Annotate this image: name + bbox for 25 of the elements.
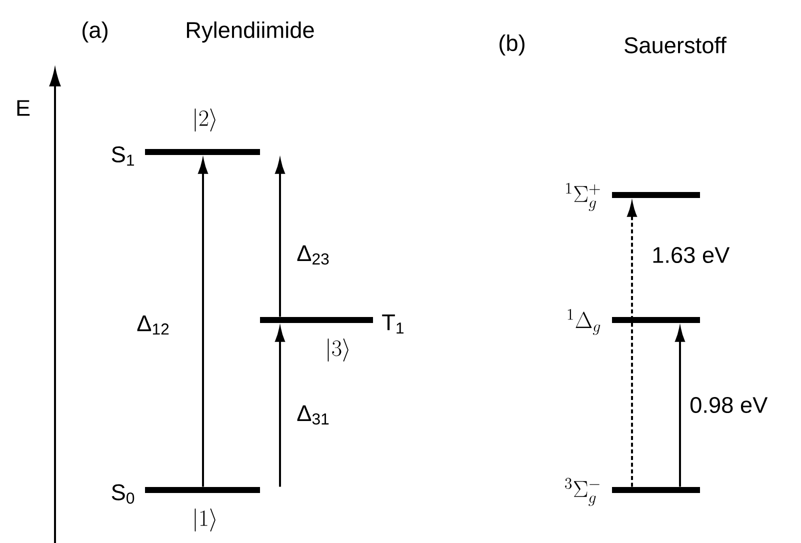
- energy-level: ${}^{3}\Sigma_{g}^{-}$: [565, 478, 700, 506]
- node-label: ${}^{3}\Sigma_{g}^{-}$: [565, 478, 600, 506]
- edge-label: 0.98 eV: [688, 396, 770, 414]
- axis-label: E: [17, 100, 30, 116]
- edge-label: 1.63 eV: [650, 246, 732, 264]
- panel-title: Sauerstoff: [624, 36, 726, 54]
- node-label: $|1\rangle$: [194, 508, 216, 532]
- node-label: ${}^{1}\Delta_{g}$: [568, 309, 600, 335]
- energy-level: ${}^{1}\Delta_{g}$: [568, 309, 700, 335]
- energy-level: ${}^{1}\Sigma_{g}^{+}$: [566, 182, 700, 211]
- node-label: S$_{1}$: [112, 146, 134, 166]
- node-label: ${}^{1}\Sigma_{g}^{+}$: [566, 182, 600, 211]
- node-label: $|2\rangle$: [194, 108, 216, 132]
- edge-label: Δ$_{12}$: [135, 314, 172, 336]
- edge-label: Δ$_{31}$: [295, 404, 332, 426]
- panel-label: (a): [82, 21, 108, 43]
- node-label: $|3\rangle$: [328, 338, 348, 362]
- energy-level: S$_{1}$ $|2\rangle$: [112, 108, 260, 166]
- edge-label: Δ$_{23}$: [295, 244, 332, 266]
- node-label: S$_{0}$: [112, 484, 134, 504]
- energy-level: S$_{0}$ $|1\rangle$: [112, 484, 260, 532]
- panel-title: Rylendiimide: [187, 21, 314, 43]
- node-label: T$_{1}$: [382, 314, 404, 334]
- energy-level: T$_{1}$ $|3\rangle$: [260, 314, 404, 362]
- panel-label: (b): [500, 34, 524, 56]
